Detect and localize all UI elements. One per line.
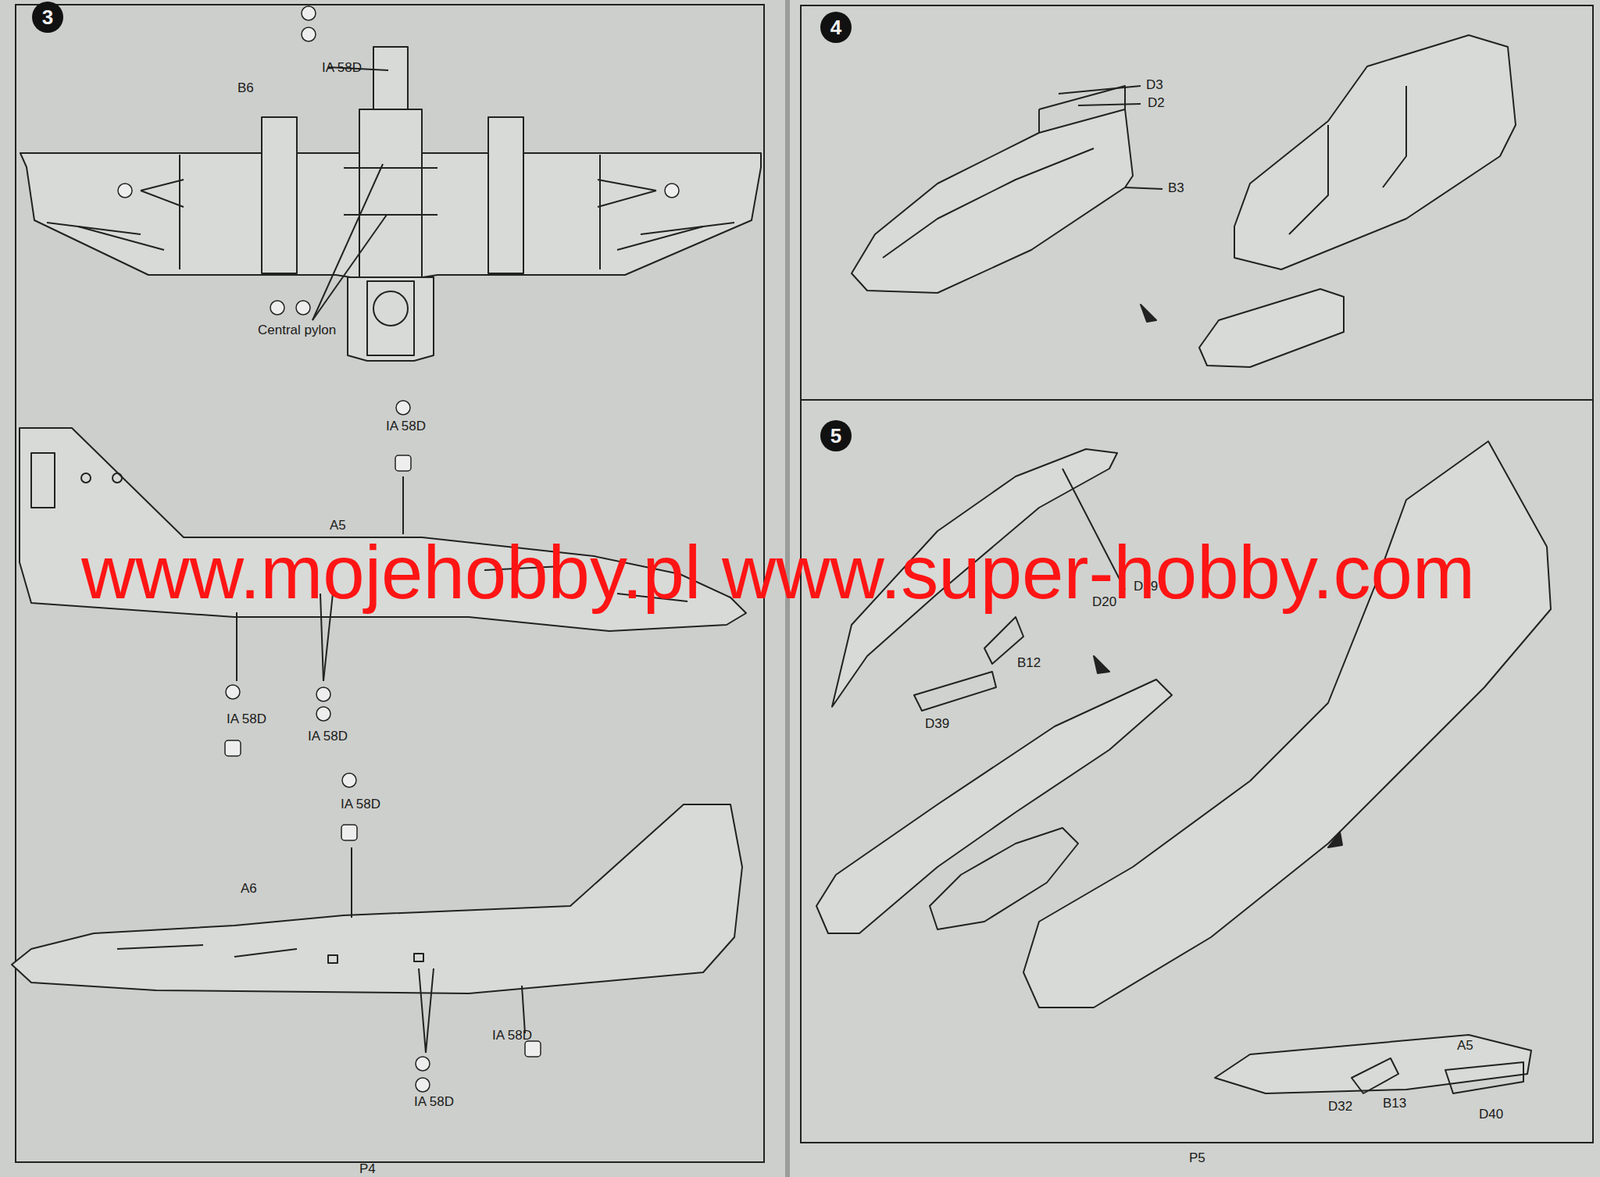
part-label: IA 58D (340, 797, 381, 813)
part-label: A5 (329, 518, 347, 534)
part-label: Central pylon (257, 323, 336, 339)
step-label: 4 (830, 17, 842, 38)
part-label: IA 58D (385, 419, 426, 435)
part-label: IA 58D (321, 60, 362, 76)
watermark: www.mojehobby.pl www.super-hobby.com (81, 535, 1475, 611)
step-number: 5 (820, 420, 852, 452)
page-number: P4 (359, 1162, 376, 1177)
part-label: D3 (1146, 78, 1164, 93)
step-label: 3 (42, 7, 54, 28)
part-label: B12 (1017, 656, 1041, 672)
part-label: B13 (1382, 1096, 1407, 1112)
part-label: IA 58D (307, 729, 348, 745)
part-label: IA 58D (226, 712, 267, 728)
part-label: A6 (240, 882, 258, 897)
part-label: D39 (925, 717, 950, 733)
step-number: 3 (32, 1, 64, 33)
part-label: D40 (1478, 1107, 1504, 1123)
part-label: D2 (1147, 96, 1165, 111)
step-label: 5 (830, 425, 842, 447)
part-label: IA 58D (492, 1028, 533, 1044)
page-number: P5 (1189, 1151, 1206, 1167)
part-label: D32 (1328, 1100, 1353, 1115)
part-label: B3 (1167, 181, 1185, 197)
part-label: IA 58D (414, 1095, 454, 1111)
part-label: B6 (237, 81, 254, 97)
part-label: A5 (1457, 1039, 1474, 1054)
step-number: 4 (820, 11, 852, 43)
